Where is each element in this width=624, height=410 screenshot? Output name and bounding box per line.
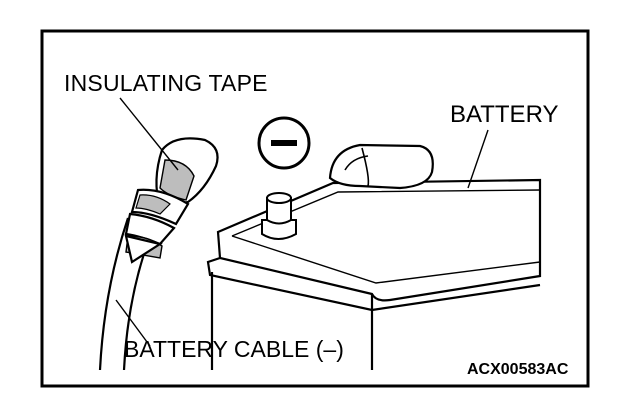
label-insulating-tape: INSULATING TAPE	[64, 70, 268, 96]
leader-lines	[115, 97, 489, 347]
label-battery: BATTERY	[450, 101, 559, 128]
terminal-cover	[328, 143, 434, 190]
leader-battery	[467, 129, 489, 189]
label-battery-cable: BATTERY CABLE (–)	[124, 336, 344, 362]
negative-terminal-post	[261, 192, 297, 240]
leader-battery-cable	[115, 299, 151, 347]
insulating-tape	[124, 137, 219, 264]
figure-frame	[40, 29, 590, 388]
battery-body	[206, 178, 542, 370]
figure-code: ACX00583AC	[467, 361, 569, 378]
leader-insulating-tape	[119, 97, 179, 171]
minus-circle-icon	[257, 116, 311, 170]
